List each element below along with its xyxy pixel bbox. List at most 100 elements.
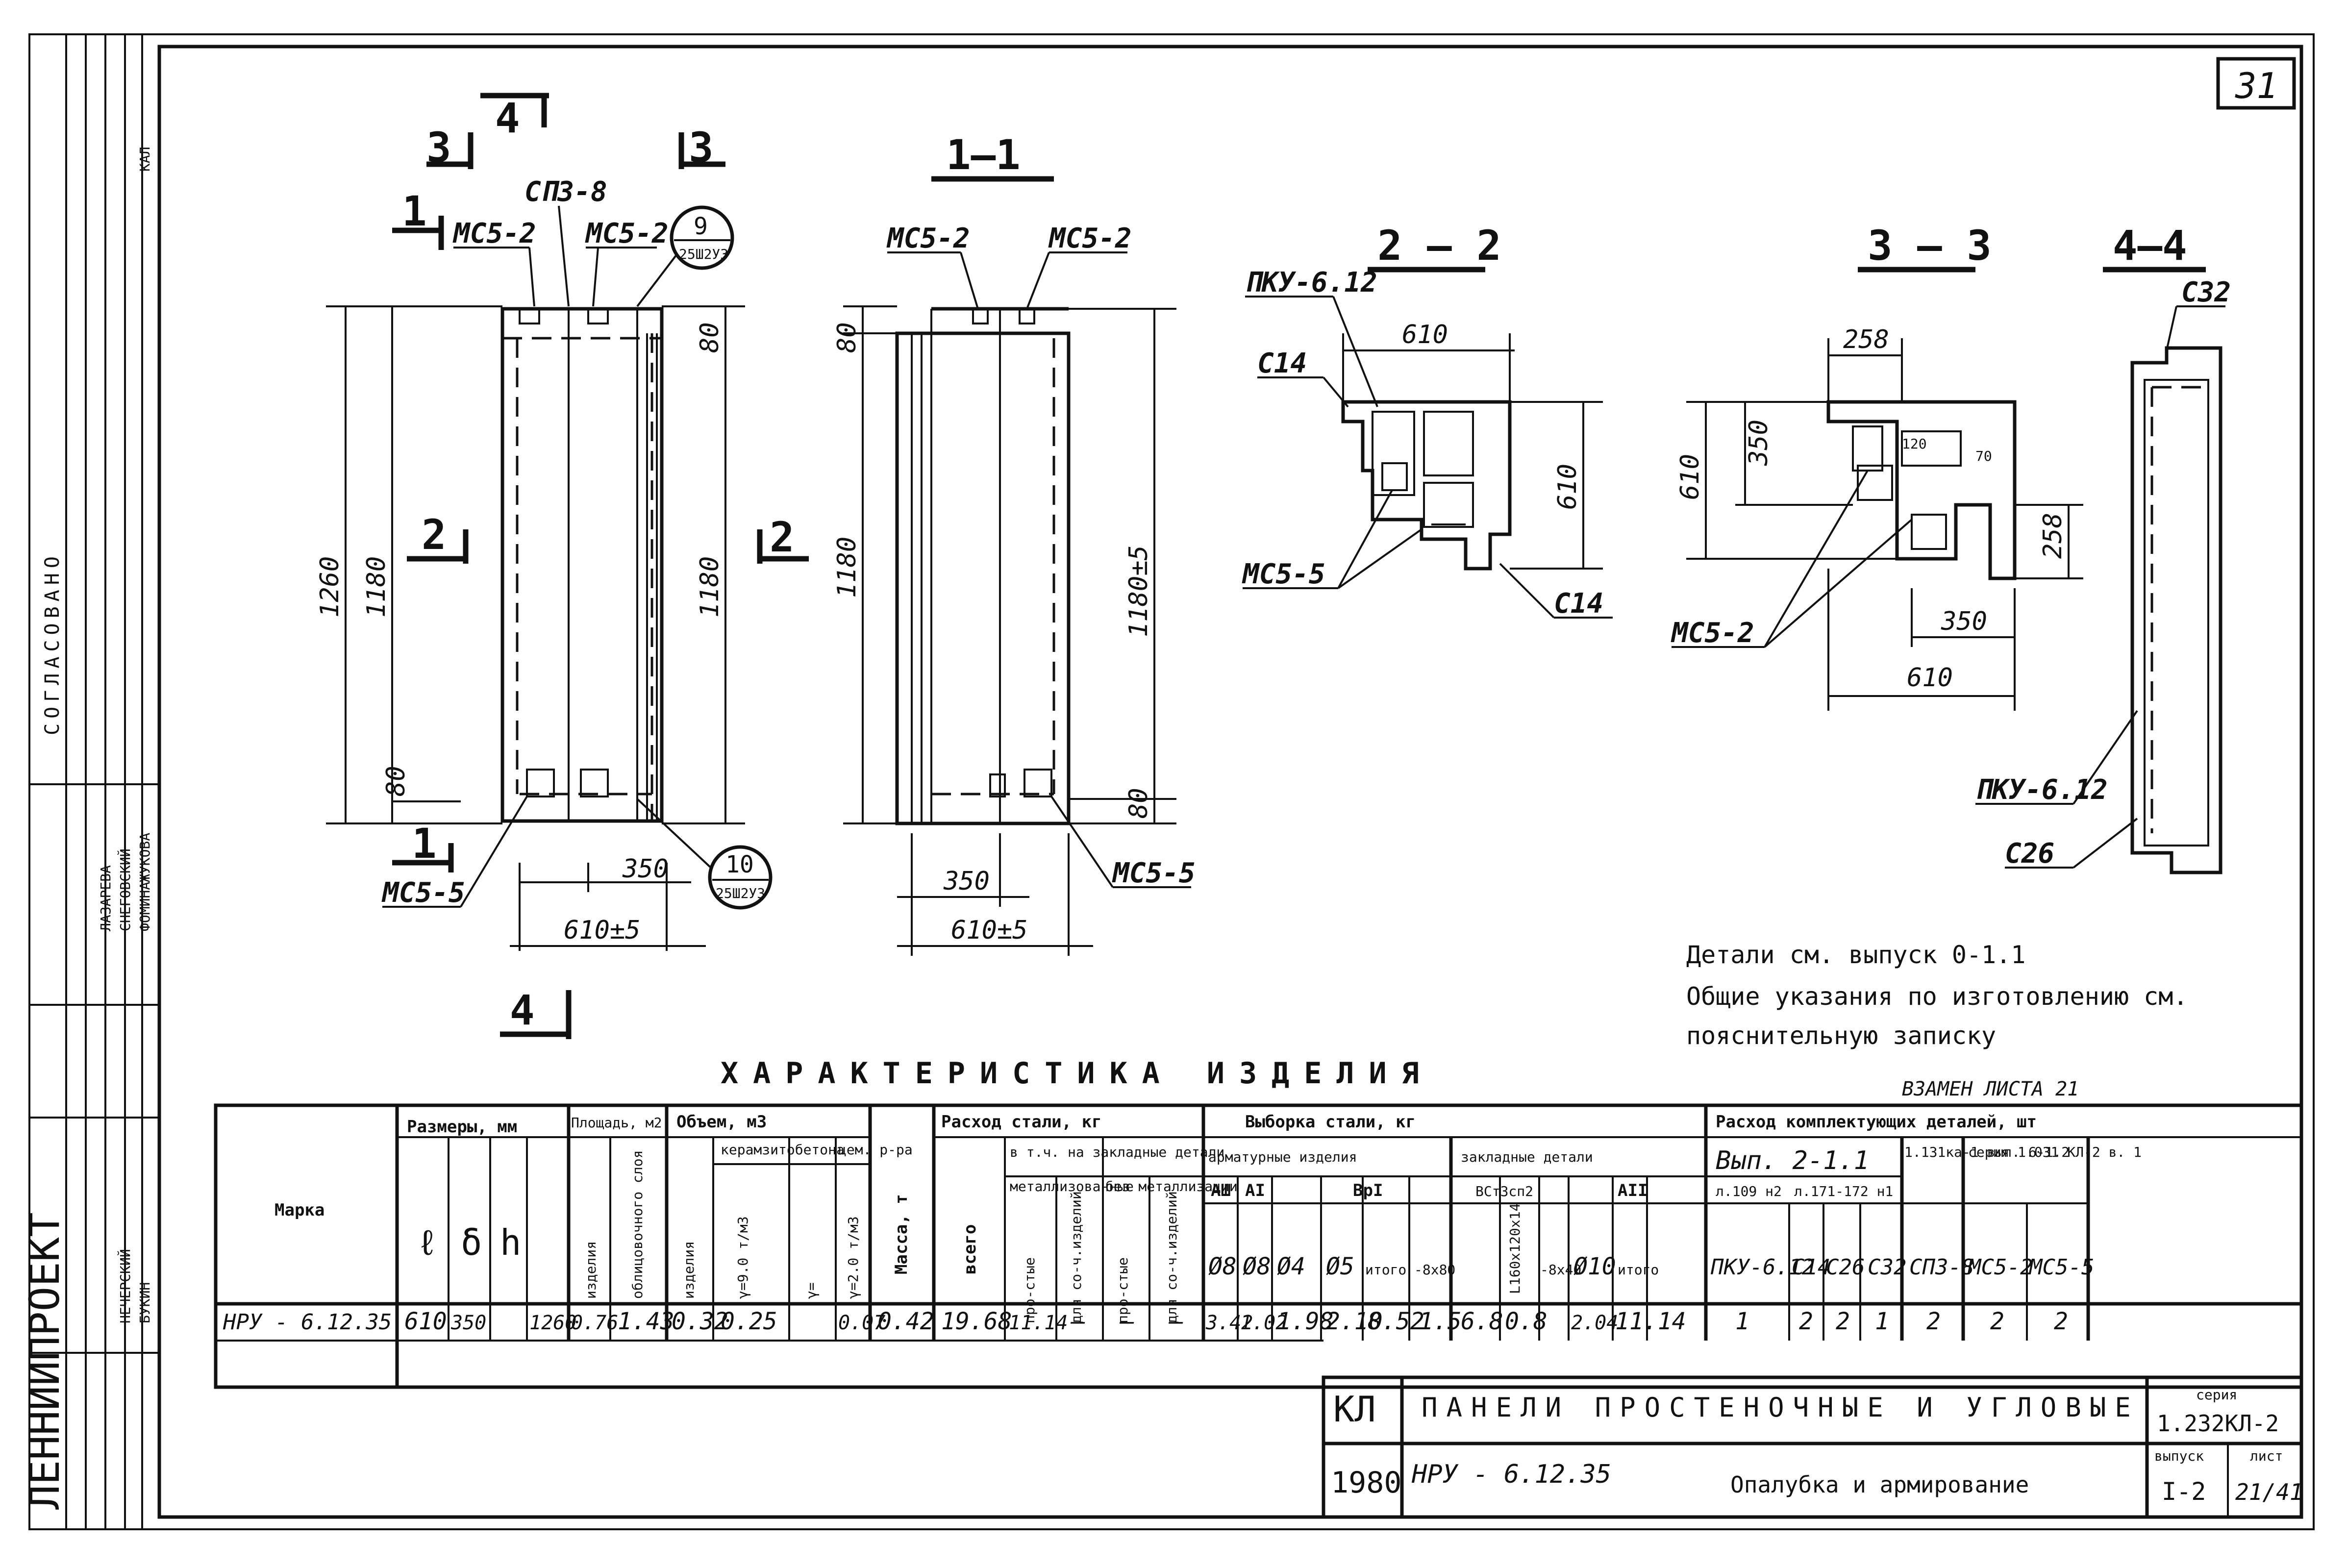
s33-dim-h350: 350 [1744,420,1773,466]
th-steel: Расход стали, кг [941,1112,1102,1132]
th-st3: ВСт3сп2 [1475,1183,1533,1199]
s11-dim-right: 1180±5 [1124,545,1153,637]
th-vol-m1: γ=2.0 т/м3 [845,1216,861,1299]
th-vol-ceramzite: керамзитобетона [721,1142,845,1158]
s33-dim-h610: 610 [1675,454,1705,500]
th-marka: Марка [275,1200,325,1220]
s33-n20: 120 [1902,436,1927,452]
fv-dim-w350: 350 [622,854,669,884]
callout10-num: 10 [725,851,754,878]
th-d8a: Ø8 [1208,1253,1237,1280]
th-vol-c1: γ=9.0 т/м3 [735,1216,751,1299]
fv-dim-h-top: 80 [695,322,724,353]
th-e-8x40: -8х40 [1540,1262,1581,1278]
td-marka: НРУ - 6.12.35 [223,1310,392,1335]
stamp-name-3: СНЕГОВСКИЙ [117,848,133,931]
stamp-name-1: НЕЧЕРСКИЙ [117,1249,133,1323]
th-vol-item: изделия [681,1241,697,1299]
th-sub-comp-1: для со-ч.изделий [1068,1191,1084,1323]
th-steel-total: всего [960,1224,980,1274]
td-l: 610 [404,1308,447,1335]
th-vyp: Вып. 2-1.1 [1716,1146,1869,1175]
td-vol-item: 0.32 [672,1308,728,1335]
fv-mark-bottom4: 4 [510,986,535,1034]
th-n171: л.171-172 н1 [1794,1183,1893,1199]
stamp-name-4: ФОМИНА [137,882,153,931]
stamp-name-2: БУКИН [137,1282,153,1323]
outer-frame [28,33,2315,1530]
left-stamp: ЛЕННИИПРОЕКТ СОГЛАСОВАНО НЕЧЕРСКИЙ БУКИН… [21,34,159,1529]
td-e1: 1.5 [1419,1308,1462,1335]
tb-title: ПАНЕЛИ ПРОСТЕНОЧНЫЕ И УГЛОВЫЕ [1422,1392,2140,1423]
s22-title: 2 — 2 [1377,222,1501,270]
th-steel-embedded: в т.ч. на закладные детали [1010,1144,1224,1160]
th-sub-comp-2: для со-ч.изделий [1164,1191,1180,1323]
stamp-name-5: ЛАЗАРЕВА [98,865,114,931]
td-sp: 2 [1926,1308,1941,1335]
s11-label-mcs-right: МС5-2 [1048,223,1132,254]
callout9-sub: 25Ш2УЗ [679,246,728,262]
s33-dim-w-top: 258 [1843,325,1889,354]
th-l: ℓ [417,1222,438,1263]
th-e-l: L160x120x14 [1507,1203,1523,1294]
s22-dim-w: 610 [1402,320,1448,349]
s11-dim-w350: 350 [943,867,990,896]
sheet-number-box [2216,57,2296,110]
table-title: ХАРАКТЕРИСТИКА ИЗДЕЛИЯ [721,1056,1434,1091]
td-b: 350 [450,1312,486,1334]
s44-label-pku: ПКУ-6.12 [1975,774,2108,806]
fv-label-mcs-bottom: МС5-5 [381,877,465,909]
th-pku: ПКУ-6.12 [1710,1255,1815,1280]
section-2-2: 2 — 2 610 610 ПКУ-6.12 С14 МС5-5 С14 [1242,222,1613,620]
th-a3: АШ [1211,1181,1231,1200]
callout9-num: 9 [694,213,708,240]
th-d5: Ø5 [1326,1253,1354,1280]
th-itogo: итого [1365,1262,1406,1278]
td-vol-m1: 0.07 [838,1312,885,1334]
th-d8b: Ø8 [1243,1253,1271,1280]
th-series2: 1.131ка-1 вып. 6-1.2 [1904,1144,2070,1160]
th-mass: Масса, т [892,1194,911,1274]
fv-label-mcs-left: МС5-2 [452,218,536,249]
td-e4: 2.04 [1571,1312,1618,1334]
tb-mark: НРУ - 6.12.35 [1411,1460,1611,1489]
fv-dim-h-inner: 1180 [362,556,391,618]
section-3-3: 3 — 3 258 610 350 120 70 258 350 610 МС5… [1671,222,2083,711]
s44-title: 4—4 [2113,222,2187,270]
th-area-item: изделия [583,1241,599,1299]
td-itogo: 8.52 [1368,1308,1424,1335]
tb-year: 1980 [1331,1466,1402,1500]
th-area: Площадь, м2 [571,1115,662,1131]
s33-label-mcs: МС5-2 [1671,617,1754,649]
th-itogo2: итого [1618,1262,1659,1278]
th-embedded: закладные детали [1461,1149,1593,1165]
th-mc52: МС5-2 [1967,1255,2033,1280]
th-sizes: Размеры, мм [407,1117,517,1137]
th-sample: Выборка стали, кг [1245,1112,1416,1132]
tb-list-label: лист [2250,1448,2283,1464]
s22-dim-h: 610 [1553,464,1582,510]
th-mc55: МС5-5 [2028,1255,2094,1280]
th-c14: С14 [1792,1255,1830,1280]
td-area-item: 0.76 [571,1312,618,1334]
th-area-facing: облицовочного слоя [629,1150,646,1299]
tb-subtitle: Опалубка и армирование [1730,1471,2029,1498]
th-c26: С26 [1826,1255,1865,1280]
fv-dim-h-bottom: 80 [381,766,411,796]
td-e2: 6.8 [1461,1308,1503,1335]
td-c26: 2 [1836,1308,1850,1335]
td-mass: 0.42 [877,1308,934,1335]
th-sub-total-2: про-стые [1115,1257,1131,1323]
front-view: 1260 1180 80 1180 80 350 610±5 4 3 3 1 2 [315,93,809,1039]
th-e-10: Ø10 [1573,1253,1616,1280]
fv-mark-right3: 3 [689,124,714,172]
td-area-facing: 1.43 [618,1308,674,1335]
td-d4: 1.98 [1277,1308,1334,1335]
th-sub-total-1: про-стые [1022,1257,1038,1323]
th-steel-metal: металлизованные [1010,1178,1134,1195]
th-a2: АII [1618,1181,1648,1200]
fv-dim-h-total: 1260 [315,556,345,618]
td-steel-emb: 11.14 [1009,1312,1068,1334]
